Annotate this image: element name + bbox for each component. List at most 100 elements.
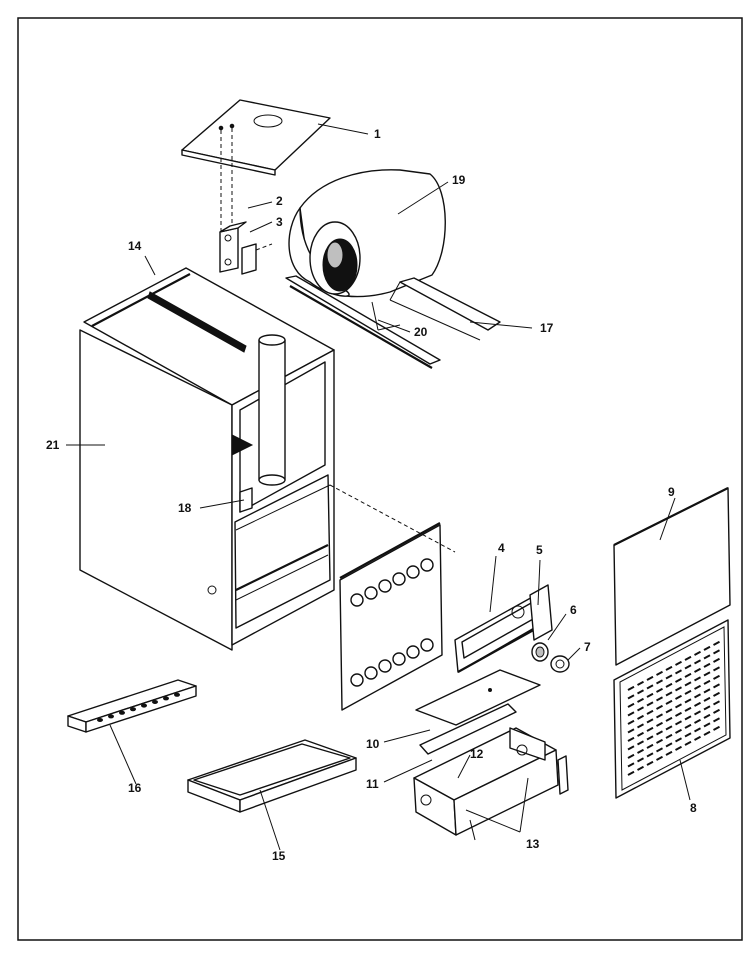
grille-slot: [675, 728, 682, 734]
grille-slot: [694, 667, 701, 673]
grille-slot: [675, 677, 682, 683]
grille-slot: [656, 713, 663, 719]
grille-slot: [703, 705, 711, 711]
callout-11: 11: [366, 777, 379, 791]
part-15-tray: [187, 739, 357, 813]
grille-slot: [675, 660, 682, 666]
grille-slot: [675, 694, 682, 700]
grille-slot: [646, 684, 654, 690]
grille-slot: [675, 711, 682, 717]
grille-slot: [713, 640, 720, 646]
part-5-gasket: [529, 584, 553, 641]
grille-slot: [665, 699, 673, 705]
grille-slot: [703, 713, 711, 719]
part-11-baffle: [419, 703, 517, 755]
callout-3: 3: [276, 215, 283, 229]
grille-slot: [656, 747, 663, 753]
grille-slot: [675, 703, 682, 709]
callout-9: 9: [668, 485, 675, 499]
manifold-hole: [152, 700, 158, 704]
grille-slot: [637, 689, 644, 695]
grille-slot: [684, 672, 692, 678]
callout-6: 6: [570, 603, 577, 617]
grille-slot: [646, 752, 654, 758]
part-7-cap: [550, 655, 570, 673]
grille-slot: [627, 736, 635, 742]
manifold-hole: [119, 710, 125, 715]
grille-slot: [713, 691, 720, 697]
grille-slot: [627, 770, 635, 776]
leader-lines: [66, 123, 691, 851]
grille-slot: [656, 704, 663, 710]
part-21-furnace-cabinet: [79, 267, 335, 651]
grille-slot: [694, 735, 701, 741]
callout-16: 16: [128, 781, 142, 795]
grille-slot: [694, 727, 701, 733]
grille-slot: [684, 689, 692, 695]
grille-slot: [665, 674, 673, 680]
callout-labels: 1 2 3 19 14 20 17 21 18 4 5 6 7 9 8 10 1…: [46, 127, 697, 863]
grille-slot: [703, 679, 711, 685]
grille-slot: [694, 650, 701, 656]
grille-slot: [703, 688, 711, 694]
callout-10: 10: [366, 737, 380, 751]
grille-slot: [703, 722, 711, 728]
grille-slot: [713, 666, 720, 672]
callout-17: 17: [540, 321, 554, 335]
grille-slot: [713, 717, 720, 723]
part-6-sight-glass: [531, 642, 549, 662]
part-9-upper-door: [613, 487, 731, 666]
grille-slot: [637, 757, 644, 763]
grille-slot: [656, 679, 663, 685]
grille-slot: [665, 682, 673, 688]
grille-slot: [627, 745, 635, 751]
grille-slot: [637, 731, 644, 737]
grille-slot: [684, 732, 692, 738]
grille-slot: [627, 762, 635, 768]
part-1-top-cover-plate: [181, 99, 331, 232]
part-17-slide-rail: [389, 277, 501, 341]
grille-slot: [694, 693, 701, 699]
grille-slot: [713, 683, 720, 689]
grille-slot: [713, 649, 720, 655]
part-18-small-bracket: [239, 487, 253, 513]
grille-slot: [675, 669, 682, 675]
grille-slot: [646, 726, 654, 732]
grille-slot: [627, 753, 635, 759]
grille-slot: [684, 698, 692, 704]
part-13-bracket-pins: [469, 755, 569, 841]
grille-slot: [646, 709, 654, 715]
manifold-hole: [174, 692, 180, 697]
grille-slot: [646, 735, 654, 741]
grille-slot: [637, 723, 644, 729]
callout-19: 19: [452, 173, 466, 187]
grille-slot: [637, 706, 644, 712]
callout-21: 21: [46, 438, 60, 452]
manifold-hole: [163, 696, 169, 701]
grille-slot: [713, 708, 720, 714]
callout-2: 2: [276, 194, 283, 208]
part-2-mounting-bracket: [219, 221, 247, 273]
grille-slot: [694, 701, 701, 707]
grille-slot: [665, 733, 673, 739]
manifold-hole: [108, 714, 114, 719]
grille-slot: [713, 674, 720, 680]
grille-slot: [627, 685, 635, 691]
part-8-grille-door: [613, 619, 731, 799]
grille-slot: [646, 743, 654, 749]
grille-slot: [627, 702, 635, 708]
callout-13: 13: [526, 837, 540, 851]
grille-slot: [656, 687, 663, 693]
grille-slot: [694, 684, 701, 690]
manifold-hole: [141, 703, 147, 708]
grille-slot: [665, 665, 673, 671]
grille-slot: [627, 694, 635, 700]
callout-5: 5: [536, 543, 543, 557]
part-19-blower-housing: [288, 169, 446, 298]
grille-slot: [684, 723, 692, 729]
grille-slot: [656, 755, 663, 761]
manifold-hole: [97, 718, 103, 722]
grille-slot: [684, 681, 692, 687]
grille-slot: [703, 654, 711, 660]
grille-slot: [703, 645, 711, 651]
